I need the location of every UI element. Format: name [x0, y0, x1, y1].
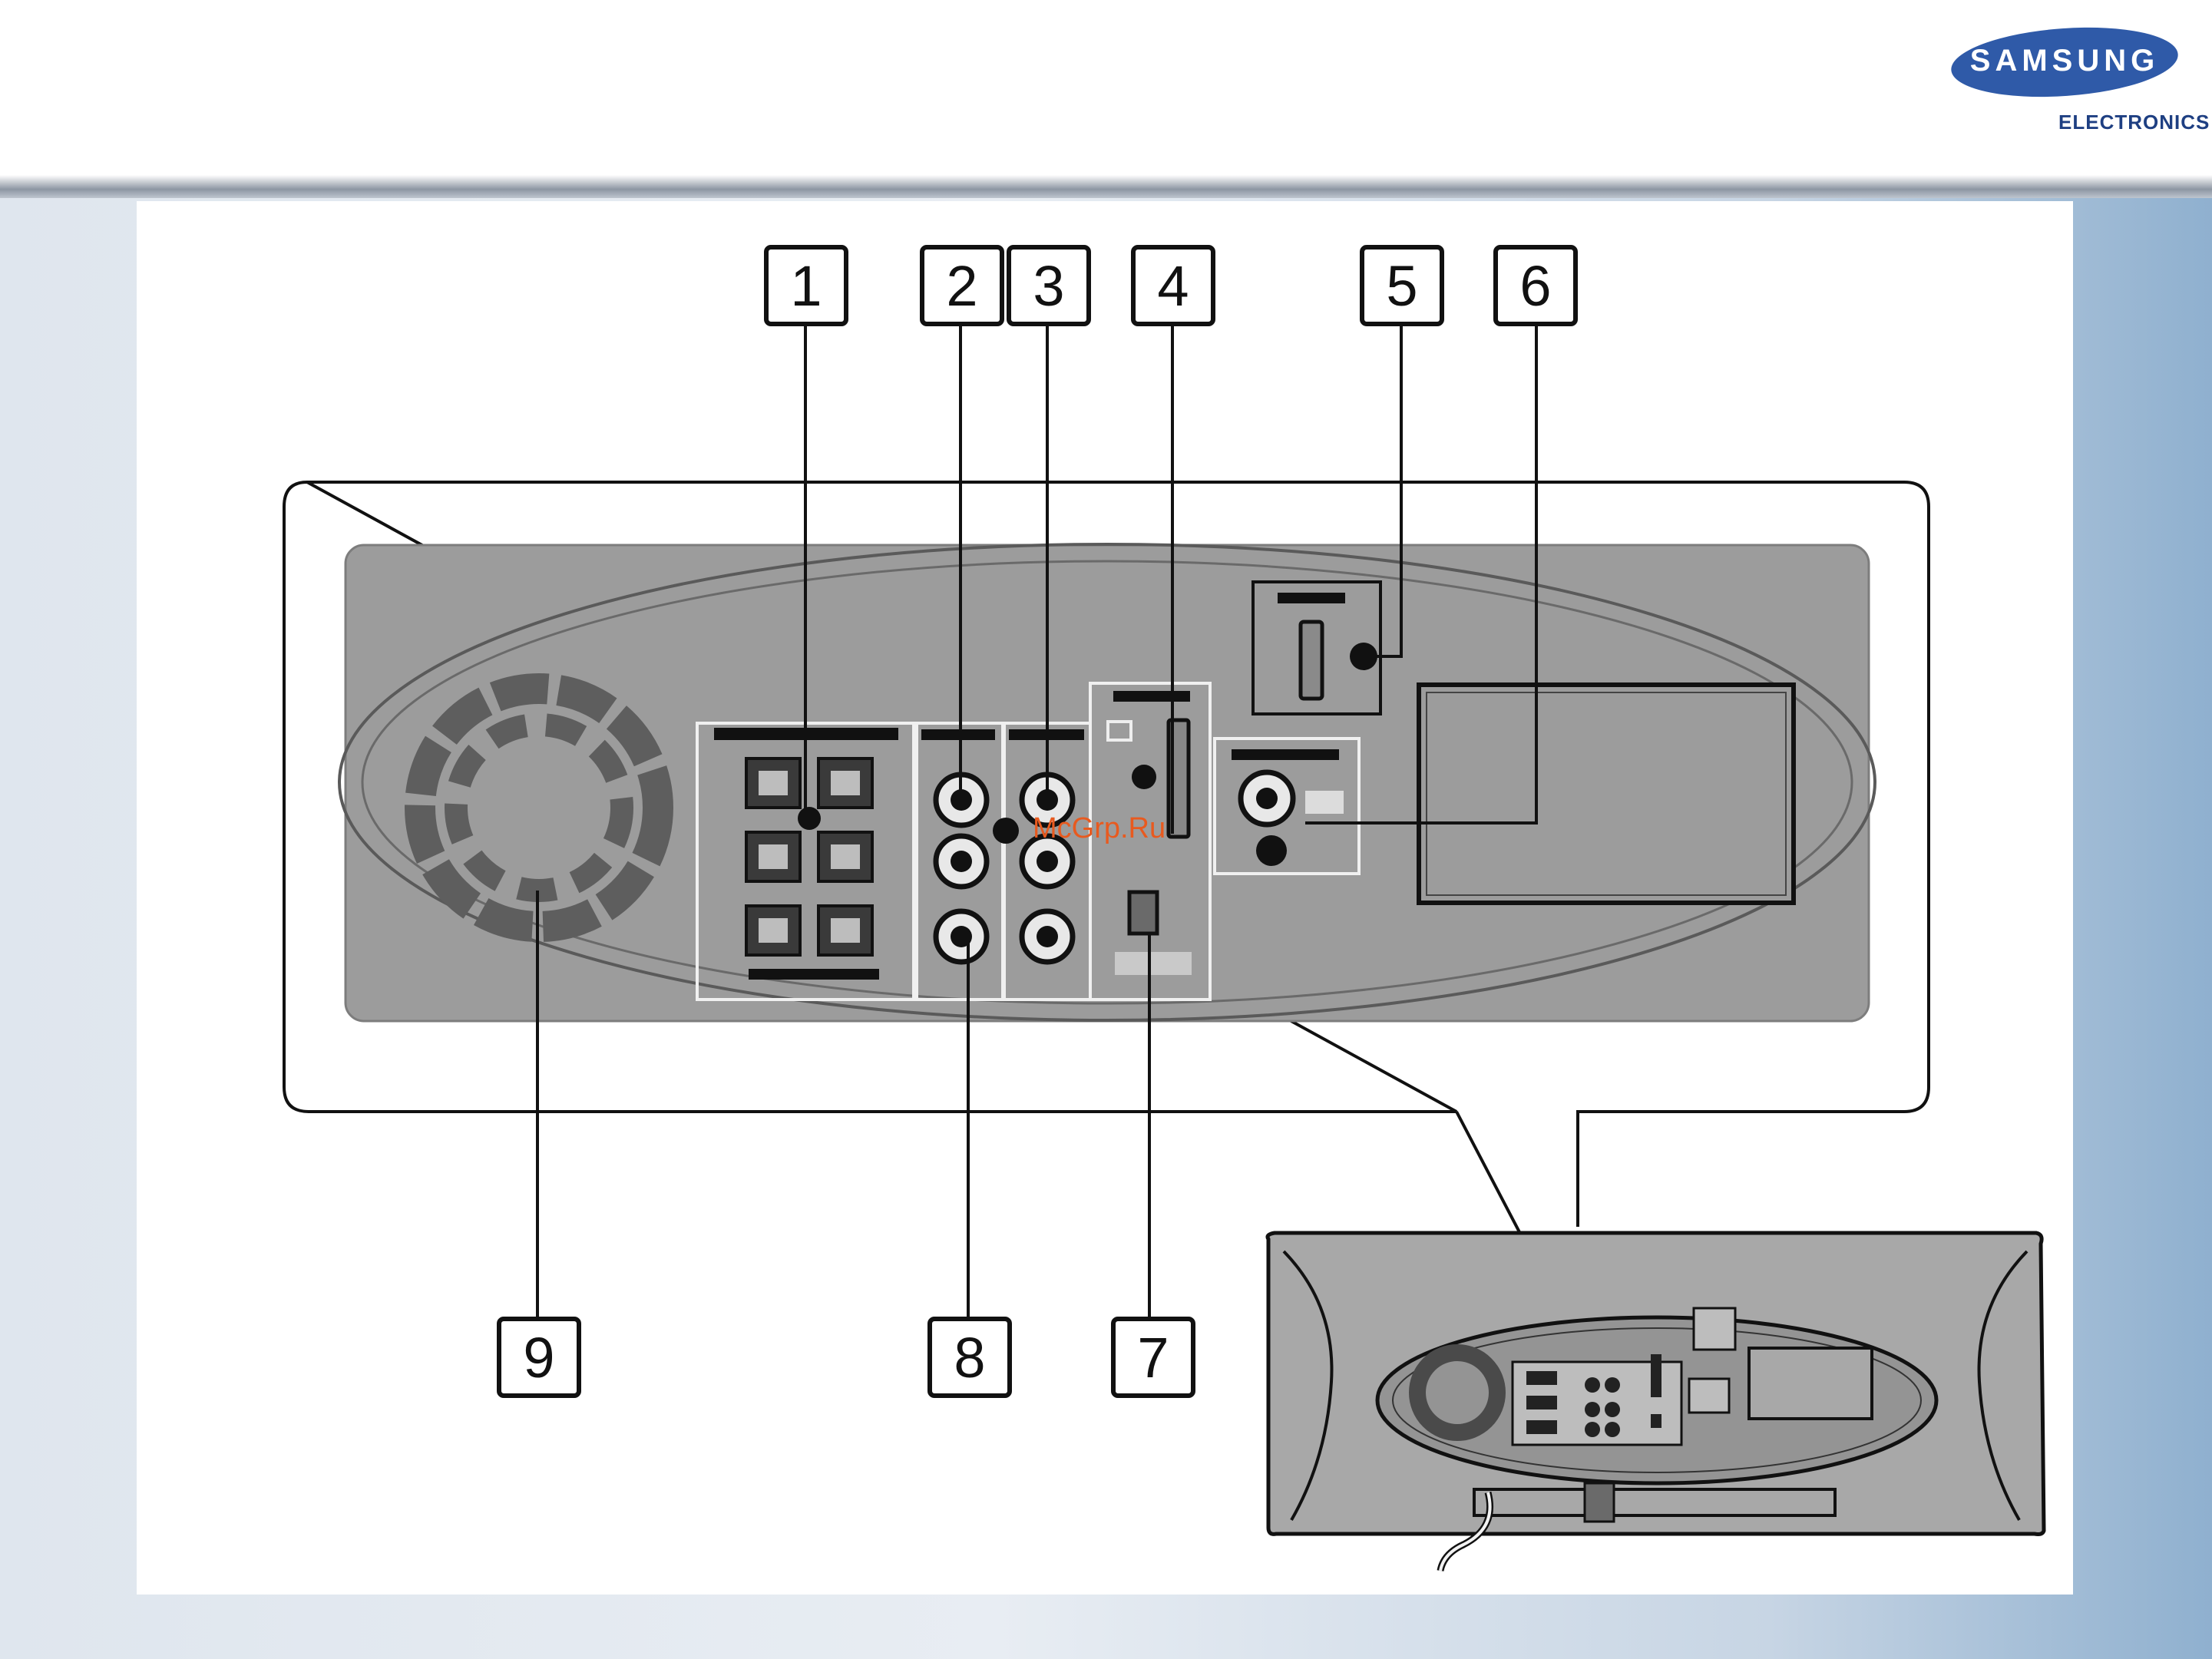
- callout-4: 4: [1157, 254, 1189, 318]
- unit-overview: [1268, 1233, 2044, 1571]
- callout-1: 1: [790, 254, 822, 318]
- callout-7: 7: [1137, 1326, 1169, 1390]
- callout-3: 3: [1033, 254, 1064, 318]
- watermark: McGrp.Ru: [1033, 812, 1166, 845]
- callout-8: 8: [954, 1326, 985, 1390]
- callout-6: 6: [1519, 254, 1551, 318]
- callout-2: 2: [946, 254, 977, 318]
- callout-9: 9: [523, 1326, 554, 1390]
- label-panel: [1419, 685, 1794, 903]
- callout-5: 5: [1386, 254, 1417, 318]
